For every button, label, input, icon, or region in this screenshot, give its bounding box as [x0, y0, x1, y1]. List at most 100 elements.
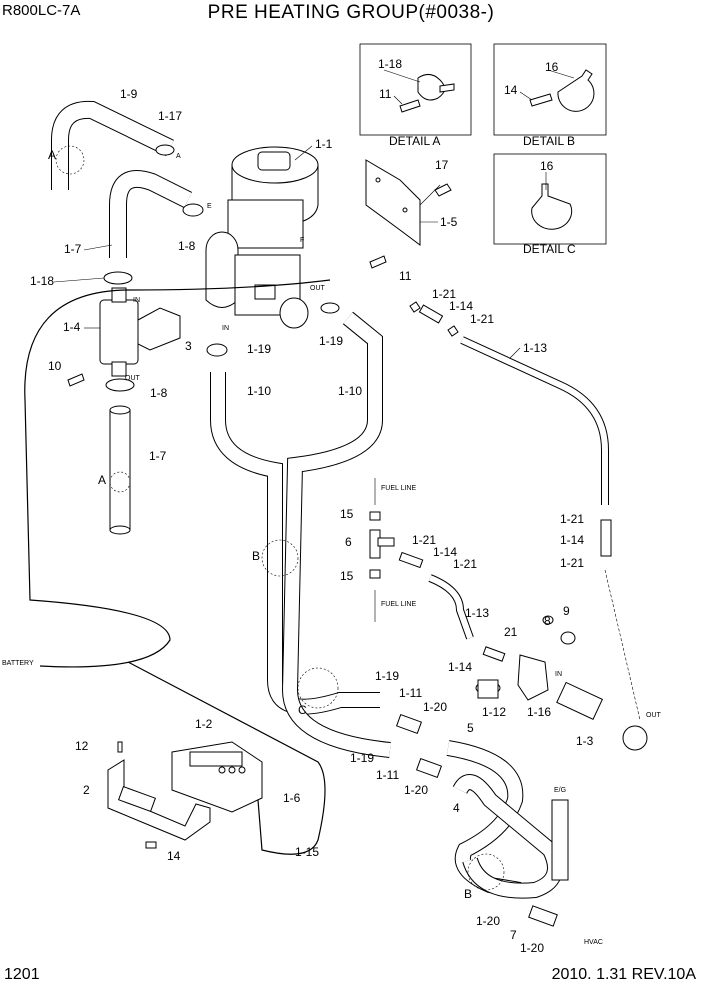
detail-c-title: DETAIL C: [523, 242, 576, 256]
callout: 1-12: [482, 705, 506, 719]
callout: 3: [185, 339, 192, 353]
small-note: HVAC: [584, 939, 603, 946]
small-note: FUEL LINE: [381, 485, 416, 492]
callout: 1-14: [449, 299, 473, 313]
callout: 1-18: [30, 274, 54, 288]
clamp-1-18: [103, 271, 133, 285]
callout: 17: [435, 158, 449, 172]
small-note: OUT: [646, 712, 662, 719]
ref-letter: C: [298, 703, 307, 717]
callout: 7: [510, 928, 517, 942]
callout: 1-10: [338, 384, 362, 398]
small-note: FUEL LINE: [381, 601, 416, 608]
small-note: IN: [133, 297, 140, 304]
small-note: IN: [555, 671, 562, 678]
callout: 1-16: [527, 705, 551, 719]
callout: 1-7: [64, 242, 82, 256]
callout: 12: [75, 739, 89, 753]
small-note: OUT: [125, 375, 141, 382]
hose-1-7-lower: [109, 405, 131, 535]
callout: 1-20: [476, 914, 500, 928]
callout: 1-5: [440, 215, 458, 229]
clamp-1-8-top: [182, 203, 204, 217]
callout: 1-21: [432, 287, 456, 301]
small-note: A: [176, 153, 181, 160]
detail-b-part-label: 14: [504, 83, 518, 97]
callout: 8: [544, 614, 551, 628]
hose-1-7-upper: [109, 169, 193, 258]
callout: 1-19: [319, 334, 343, 348]
fuel-tee-6: [369, 478, 474, 640]
callout: 1-20: [423, 700, 447, 714]
callout: 1-8: [178, 239, 196, 253]
ref-circle-a: [55, 145, 85, 175]
callout: 1-21: [470, 312, 494, 326]
callout: 1-2: [195, 717, 213, 731]
callout: 1-9: [120, 87, 138, 101]
bracket-1-5: [365, 159, 452, 269]
hose-4-5: [395, 713, 569, 927]
callout: 1-21: [453, 557, 477, 571]
detail-c-box: 16 DETAIL C: [493, 153, 607, 256]
callout: 10: [48, 359, 62, 373]
page-number: 1201: [4, 966, 40, 983]
ref-letter: A: [98, 473, 106, 487]
clamp-1-19-a: [206, 343, 228, 357]
callout: 1-20: [404, 783, 428, 797]
callout: 1-21: [412, 533, 436, 547]
small-note: BATTERY: [2, 660, 34, 667]
model-label: R800LC-7A: [2, 2, 81, 19]
callout: 6: [345, 535, 352, 549]
callout: 15: [340, 569, 354, 583]
clamp-1-17: [155, 144, 175, 156]
callout: 1-3: [576, 734, 594, 748]
callout: 1-11: [399, 686, 422, 700]
callout: 9: [563, 604, 570, 618]
callout: 1-17: [158, 109, 182, 123]
ref-letter: A: [48, 148, 56, 162]
heater-unit: [205, 146, 319, 329]
small-note: E/G: [554, 787, 566, 794]
callout: 14: [167, 849, 181, 863]
fuel-line-1-13: [409, 301, 609, 505]
controller-1-2: [171, 741, 263, 813]
hose-1-9: [51, 100, 174, 190]
callout: 5: [467, 721, 474, 735]
detail-a-title: DETAIL A: [389, 134, 440, 148]
callout: 4: [453, 801, 460, 815]
callout: 15: [340, 507, 354, 521]
callout: 1-11: [376, 768, 399, 782]
callout: 1-19: [247, 342, 271, 356]
detail-b-part-label: 16: [545, 60, 559, 74]
small-note: E: [207, 203, 212, 210]
callout: 1-20: [520, 941, 544, 955]
callout: 11: [399, 269, 412, 283]
page-title: PRE HEATING GROUP(#0038-): [207, 2, 495, 23]
detail-a-part-label: 1-18: [378, 57, 402, 71]
callout: 1-8: [150, 386, 168, 400]
detail-a-part-label: 11: [379, 87, 392, 101]
hose-1-10: [210, 311, 391, 758]
bracket-2: [107, 741, 211, 849]
callout: 1-14: [560, 533, 584, 547]
detail-b-box: 16 14 DETAIL B: [493, 43, 607, 148]
callout: 1-19: [350, 751, 374, 765]
detail-a-box: 1-18 11 DETAIL A: [359, 43, 472, 148]
ref-letter: B: [252, 549, 260, 563]
callout: 1-14: [433, 545, 457, 559]
revision-date: 2010. 1.31 REV.10A: [551, 966, 696, 983]
callout: 1-19: [375, 669, 399, 683]
clamp-1-8-mid: [105, 378, 135, 392]
callout: 1-21: [560, 556, 584, 570]
callout: 1-14: [448, 660, 472, 674]
callout: 1-21: [560, 512, 584, 526]
fuel-pump-1-3: [475, 519, 648, 751]
callout: 1-1: [315, 137, 333, 151]
wiring-harness-1-15: [24, 279, 331, 855]
callout: 1-15: [295, 845, 319, 859]
callout: 1-7: [149, 449, 167, 463]
small-note: OUT: [310, 285, 326, 292]
small-note: F: [300, 237, 304, 244]
